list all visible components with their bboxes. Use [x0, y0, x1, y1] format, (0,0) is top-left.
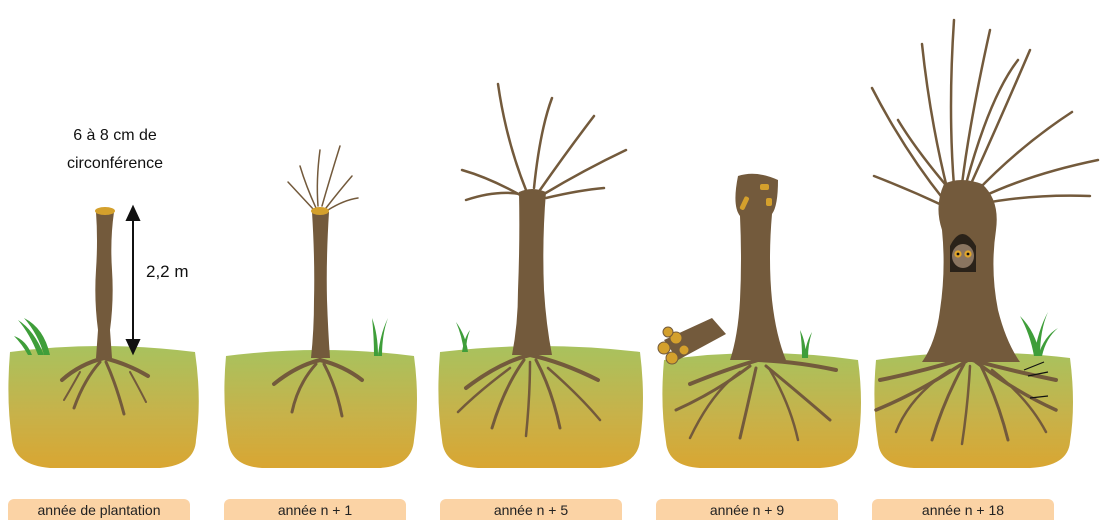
- soil-block-1: [8, 346, 198, 468]
- branches-3: [462, 84, 626, 200]
- height-annotation: 2,2 m: [146, 262, 189, 282]
- stage-3-year-n5: [438, 84, 643, 468]
- stage-2-year-n1: [224, 146, 417, 468]
- circumference-line-1: 6 à 8 cm de: [40, 122, 190, 150]
- stage-1-planting: [8, 207, 198, 468]
- stage-label-n9: année n + 9: [656, 499, 838, 520]
- soil-block-3: [438, 346, 643, 468]
- grass-tuft-2: [372, 318, 388, 356]
- shoots-2: [288, 146, 358, 210]
- grass-tuft-3: [456, 322, 470, 352]
- cut-top-2: [311, 207, 329, 215]
- grass-tuft-4: [800, 330, 812, 358]
- trunk-4: [730, 174, 786, 360]
- cut-top-1: [95, 207, 115, 215]
- circumference-line-2: circonférence: [40, 150, 190, 178]
- branches-5: [872, 20, 1098, 206]
- stage-label-n5: année n + 5: [440, 499, 622, 520]
- soil-block-2: [224, 350, 417, 468]
- stage-label-n18: année n + 18: [872, 499, 1054, 520]
- grass-tuft-5: [1020, 312, 1058, 356]
- stage-label-n1: année n + 1: [224, 499, 406, 520]
- height-arrow: [127, 207, 139, 353]
- trunk-3: [512, 189, 552, 355]
- circumference-annotation: 6 à 8 cm de circonférence: [40, 122, 190, 178]
- stage-5-year-n18: [872, 20, 1098, 468]
- trunk-2: [311, 212, 330, 358]
- stage-label-planting: année de plantation: [8, 499, 190, 520]
- stage-4-year-n9: [658, 174, 861, 468]
- soil-block-5: [874, 352, 1073, 468]
- trunk-1: [95, 212, 114, 358]
